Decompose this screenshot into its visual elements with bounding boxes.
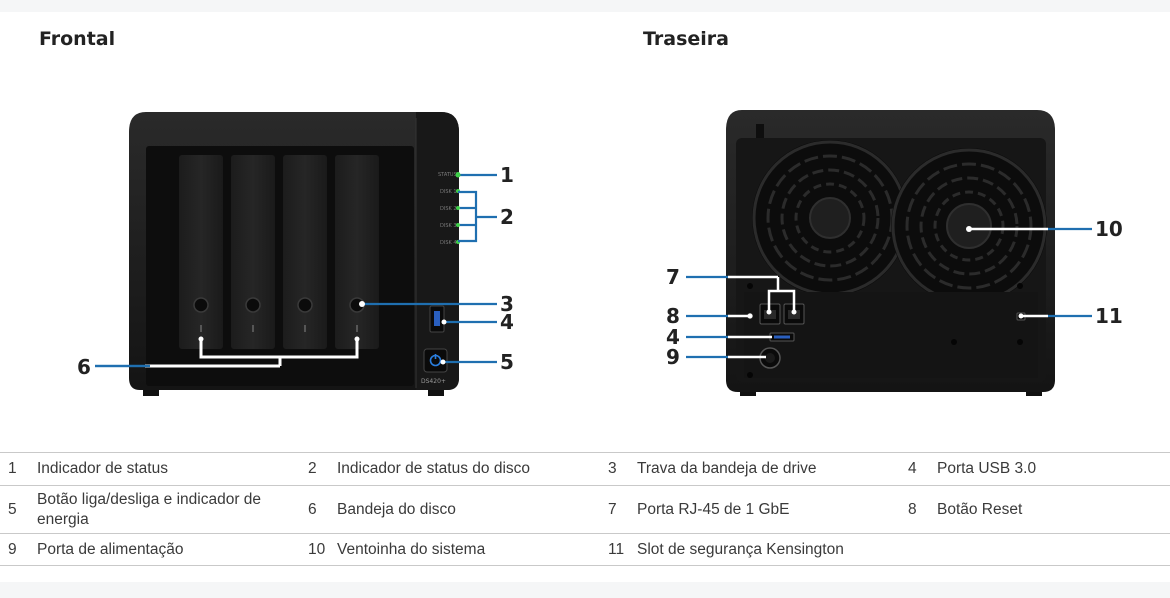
legend-label: Slot de segurança Kensington — [637, 533, 900, 566]
rear-callout-lines — [686, 227, 1092, 359]
callout-front-1: 1 — [500, 163, 514, 187]
legend-number: 10 — [300, 533, 337, 566]
legend-label: Indicador de status — [37, 452, 300, 486]
tray-lock[interactable] — [297, 297, 313, 313]
legend-label — [937, 533, 1170, 566]
legend-row: 1 Indicador de status 2 Indicador de sta… — [0, 452, 1170, 486]
led-label-status: STATUS — [438, 172, 457, 178]
model-label: DS420+ — [421, 378, 446, 385]
disk-led — [456, 206, 460, 210]
callout-rear-9: 9 — [666, 345, 680, 369]
callout-rear-11: 11 — [1095, 304, 1123, 328]
legend-label: Botão Reset — [937, 485, 1170, 534]
system-fan-left — [752, 140, 908, 296]
tray-lock[interactable] — [193, 297, 209, 313]
legend-table: 1 Indicador de status 2 Indicador de sta… — [0, 452, 1170, 566]
legend-label: Porta de alimentação — [37, 533, 300, 566]
callout-rear-4: 4 — [666, 325, 680, 349]
legend-number — [900, 533, 937, 566]
tray-bracket — [145, 339, 359, 368]
led-label-disk-4: DISK 4 — [440, 240, 457, 246]
drive-tray[interactable] — [335, 155, 379, 349]
callout-front-4: 4 — [500, 310, 514, 334]
product-diagram: STATUS DISK 1 DISK 2 DISK 3 DISK 4 DS420… — [77, 110, 1123, 396]
front-section-title: Frontal — [39, 28, 116, 50]
legend-row: 9 Porta de alimentação 10 Ventoinha do s… — [0, 533, 1170, 566]
legend-label: Trava da bandeja de drive — [637, 452, 900, 486]
legend-label: Botão liga/desliga e indicador de energi… — [37, 485, 300, 534]
callout-rear-10: 10 — [1095, 217, 1123, 241]
callout-front-2: 2 — [500, 205, 514, 229]
rear-white-leaders — [728, 227, 1048, 359]
legend-label: Porta USB 3.0 — [937, 452, 1170, 486]
rear-section-title: Traseira — [643, 28, 729, 50]
legend-label: Porta RJ-45 de 1 GbE — [637, 485, 900, 534]
legend-number: 3 — [600, 452, 637, 486]
callout-rear-8: 8 — [666, 304, 680, 328]
callout-front-3: 3 — [500, 292, 514, 316]
legend-row: 5 Botão liga/desliga e indicador de ener… — [0, 485, 1170, 534]
legend-number: 8 — [900, 485, 937, 534]
legend-number: 5 — [0, 485, 37, 534]
led-label-disk-1: DISK 1 — [440, 189, 457, 195]
led-label-disk-3: DISK 3 — [440, 223, 457, 229]
callout-front-6: 6 — [77, 355, 91, 379]
legend-number: 7 — [600, 485, 637, 534]
legend-number: 1 — [0, 452, 37, 486]
callout-front-5: 5 — [500, 350, 514, 374]
front-device: STATUS DISK 1 DISK 2 DISK 3 DISK 4 DS420… — [129, 112, 460, 396]
legend-number: 11 — [600, 533, 637, 566]
drive-trays — [179, 155, 379, 349]
legend-number: 9 — [0, 533, 37, 566]
disk-led — [456, 223, 460, 227]
led-label-disk-2: DISK 2 — [440, 206, 457, 212]
bottom-strip — [0, 582, 1170, 598]
drive-tray[interactable] — [231, 155, 275, 349]
legend-number: 2 — [300, 452, 337, 486]
legend-number: 4 — [900, 452, 937, 486]
drive-tray[interactable] — [179, 155, 223, 349]
legend-label: Ventoinha do sistema — [337, 533, 600, 566]
legend-label: Indicador de status do disco — [337, 452, 600, 486]
drive-tray[interactable] — [283, 155, 327, 349]
legend-number: 6 — [300, 485, 337, 534]
callout-rear-7: 7 — [666, 265, 680, 289]
rear-device — [726, 110, 1055, 396]
power-button[interactable] — [423, 348, 448, 373]
top-strip — [0, 0, 1170, 12]
tray-lock[interactable] — [245, 297, 261, 313]
legend-label: Bandeja do disco — [337, 485, 600, 534]
